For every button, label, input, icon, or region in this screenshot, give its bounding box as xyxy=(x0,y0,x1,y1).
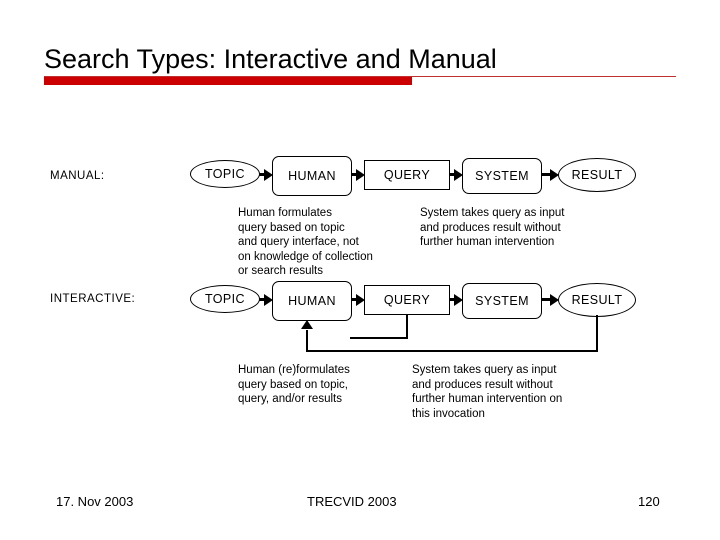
feedback-line-horizontal xyxy=(306,350,598,352)
diagram: MANUAL: TOPIC HUMAN QUERY SYSTEM RESULT … xyxy=(50,148,670,430)
node-result-interactive: RESULT xyxy=(558,283,636,317)
page-title: Search Types: Interactive and Manual xyxy=(44,44,497,74)
arrow-system-result-manual xyxy=(541,168,559,181)
title-accent-bar xyxy=(44,77,412,85)
node-human-interactive: HUMAN xyxy=(272,281,352,321)
arrow-human-query-manual xyxy=(351,168,365,181)
arrow-query-system-interactive xyxy=(449,293,463,306)
node-query-manual: QUERY xyxy=(364,160,450,190)
arrow-topic-human-manual xyxy=(259,168,273,181)
footer-center-text: TRECVID 2003 xyxy=(307,494,397,509)
feedback-arrowhead-icon xyxy=(301,320,313,329)
feedback-line-vertical-right xyxy=(596,315,598,352)
feedback-line-query-vertical xyxy=(406,315,408,339)
feedback-line-query-horizontal xyxy=(350,337,408,339)
title-rule xyxy=(44,76,676,77)
caption-human-interactive: Human (re)formulates query based on topi… xyxy=(238,364,350,405)
feedback-line-vertical-left xyxy=(306,330,308,352)
node-query-interactive: QUERY xyxy=(364,285,450,315)
arrow-system-result-interactive xyxy=(541,293,559,306)
node-human-manual: HUMAN xyxy=(272,156,352,196)
node-system-interactive: SYSTEM xyxy=(462,283,542,319)
arrow-topic-human-interactive xyxy=(259,293,273,306)
row-label-manual: MANUAL: xyxy=(50,170,105,182)
node-topic-interactive: TOPIC xyxy=(190,285,260,313)
row-label-interactive: INTERACTIVE: xyxy=(50,293,136,305)
caption-system-interactive: System takes query as input and produces… xyxy=(412,364,563,420)
caption-system-manual: System takes query as input and produces… xyxy=(420,207,565,248)
footer-page-number: 120 xyxy=(638,494,660,509)
node-topic-manual: TOPIC xyxy=(190,160,260,188)
arrow-human-query-interactive xyxy=(351,293,365,306)
footer-date: 17. Nov 2003 xyxy=(56,494,134,509)
node-system-manual: SYSTEM xyxy=(462,158,542,194)
arrow-query-system-manual xyxy=(449,168,463,181)
node-result-manual: RESULT xyxy=(558,158,636,192)
caption-human-manual: Human formulates query based on topic an… xyxy=(238,207,373,277)
